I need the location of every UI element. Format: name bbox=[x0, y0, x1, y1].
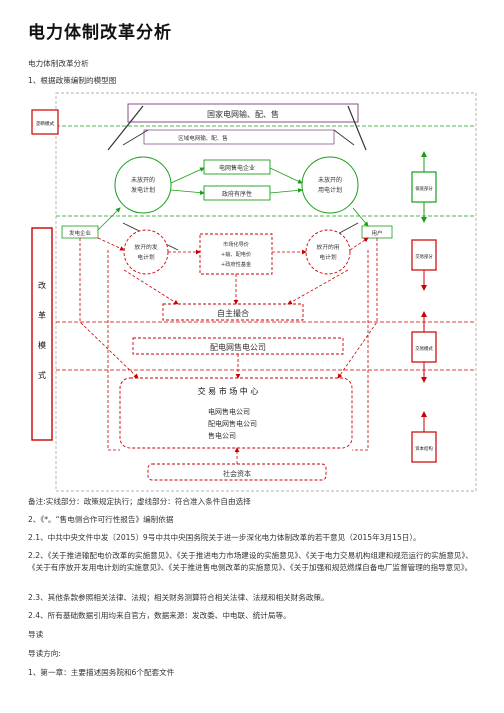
market-line3: +政府性基金 bbox=[221, 260, 252, 268]
right-dash-circle-line2: 电计划 bbox=[319, 253, 337, 261]
self-negotiation-box bbox=[162, 303, 304, 321]
basis-item-2-4: 2.4、所有基础数据引用均来自官方，数据来源：发改委、中电联、统计局等。 bbox=[28, 611, 291, 620]
monopoly-mode-box bbox=[31, 109, 59, 135]
exchange-item-1: 电网售电公司 bbox=[208, 407, 250, 416]
generation-company-label: 发电企业 bbox=[69, 229, 92, 237]
reform-mode-char-3: 模 bbox=[38, 340, 46, 350]
right-dash-circle-line1: 放开的用 bbox=[316, 243, 339, 251]
government-order-label: 政府有序性 bbox=[222, 190, 252, 198]
side-label-guaranteed: 保底部分 bbox=[415, 185, 433, 192]
section-heading-1: 1、根据政策编制的模型图 bbox=[28, 76, 117, 85]
left-planned-generation bbox=[114, 156, 172, 214]
market-line2: +输、配电价 bbox=[221, 250, 252, 258]
right-circle-line2: 用电计划 bbox=[318, 186, 342, 194]
section-heading-2: 2、《*。“售电侧合作可行性报告》编制依据 bbox=[28, 515, 174, 524]
national-grid-label: 国家电网输、配、售 bbox=[207, 109, 279, 119]
guide-direction: 导读方向: bbox=[28, 649, 61, 658]
side-box-trading-mode bbox=[411, 331, 437, 363]
grid-sales-company-label: 电网售电企业 bbox=[219, 164, 255, 172]
exchange-center-title: 交 易 市 场 中 心 bbox=[198, 386, 259, 396]
subtitle: 电力体制改革分析 bbox=[28, 59, 89, 68]
guide-heading: 导读 bbox=[28, 630, 44, 639]
exchange-item-3: 售电公司 bbox=[208, 431, 236, 440]
chapter-1-summary: 1、第一章：主要描述国务院和6个配套文件 bbox=[28, 668, 175, 677]
diagram-note: 备注:实线部分：政策规定执行；虚线部分：符合准入条件自由选择 bbox=[28, 497, 251, 506]
basis-item-2-1: 2.1、中共中央文件中发〔2015〕9号中共中央国务院关于进一步深化电力体制改革… bbox=[28, 533, 421, 542]
monopoly-mode-label: 垄断模式 bbox=[36, 120, 55, 127]
user-label: 用户 bbox=[371, 229, 382, 237]
left-circle-line1: 未放开的 bbox=[131, 176, 155, 184]
side-label-trading-part: 交易部分 bbox=[415, 253, 433, 260]
national-grid-box bbox=[127, 103, 359, 123]
distribution-company-label: 配电网售电公司 bbox=[210, 342, 266, 352]
right-circle-line1: 未放开的 bbox=[318, 176, 342, 184]
right-planned-consumption bbox=[301, 156, 359, 214]
left-circle-line2: 发电计划 bbox=[131, 186, 155, 194]
left-dash-circle-line2: 电计划 bbox=[137, 253, 155, 261]
reform-mode-block bbox=[31, 227, 53, 441]
side-label-trading-mode: 交易模式 bbox=[415, 345, 433, 352]
left-dash-circle-line1: 放开的发 bbox=[134, 243, 157, 251]
regional-grid-label: 区域电网输、配、售 bbox=[178, 134, 228, 142]
market-line1: 市场化导价 bbox=[223, 240, 250, 248]
regional-grid-box bbox=[143, 129, 335, 145]
reform-mode-char-4: 式 bbox=[38, 370, 46, 380]
self-negotiation-label: 自主撮合 bbox=[217, 308, 249, 318]
policy-model-diagram: 国家电网输、配、售 区域电网输、配、售 未放开的 发电计划 未放开的 用电计划 … bbox=[31, 92, 477, 492]
basis-item-2-2: 2.2、《关于推进输配电价改革的实施意见》、《关于推进电力市场建设的实施意见》、… bbox=[28, 551, 473, 572]
side-box-guaranteed bbox=[411, 171, 437, 203]
social-capital-label: 社会资本 bbox=[223, 469, 251, 478]
reform-mode-char-2: 革 bbox=[38, 310, 46, 320]
side-label-capital-structure: 资本结构 bbox=[415, 445, 433, 452]
basis-item-2-3: 2.3、其他条款参照相关法律、法规；相关财务测算符合相关法律、法规和相关财务政策… bbox=[28, 593, 329, 602]
exchange-item-2: 配电网售电公司 bbox=[208, 419, 257, 428]
left-open-generation bbox=[123, 229, 169, 275]
reform-mode-char-1: 改 bbox=[38, 280, 46, 290]
right-open-consumption bbox=[305, 229, 351, 275]
market-pricing-box bbox=[199, 233, 273, 275]
grid-sales-company-box bbox=[203, 159, 271, 175]
side-box-trading-part bbox=[411, 239, 437, 271]
page-title: 电力体制改革分析 bbox=[28, 23, 172, 43]
